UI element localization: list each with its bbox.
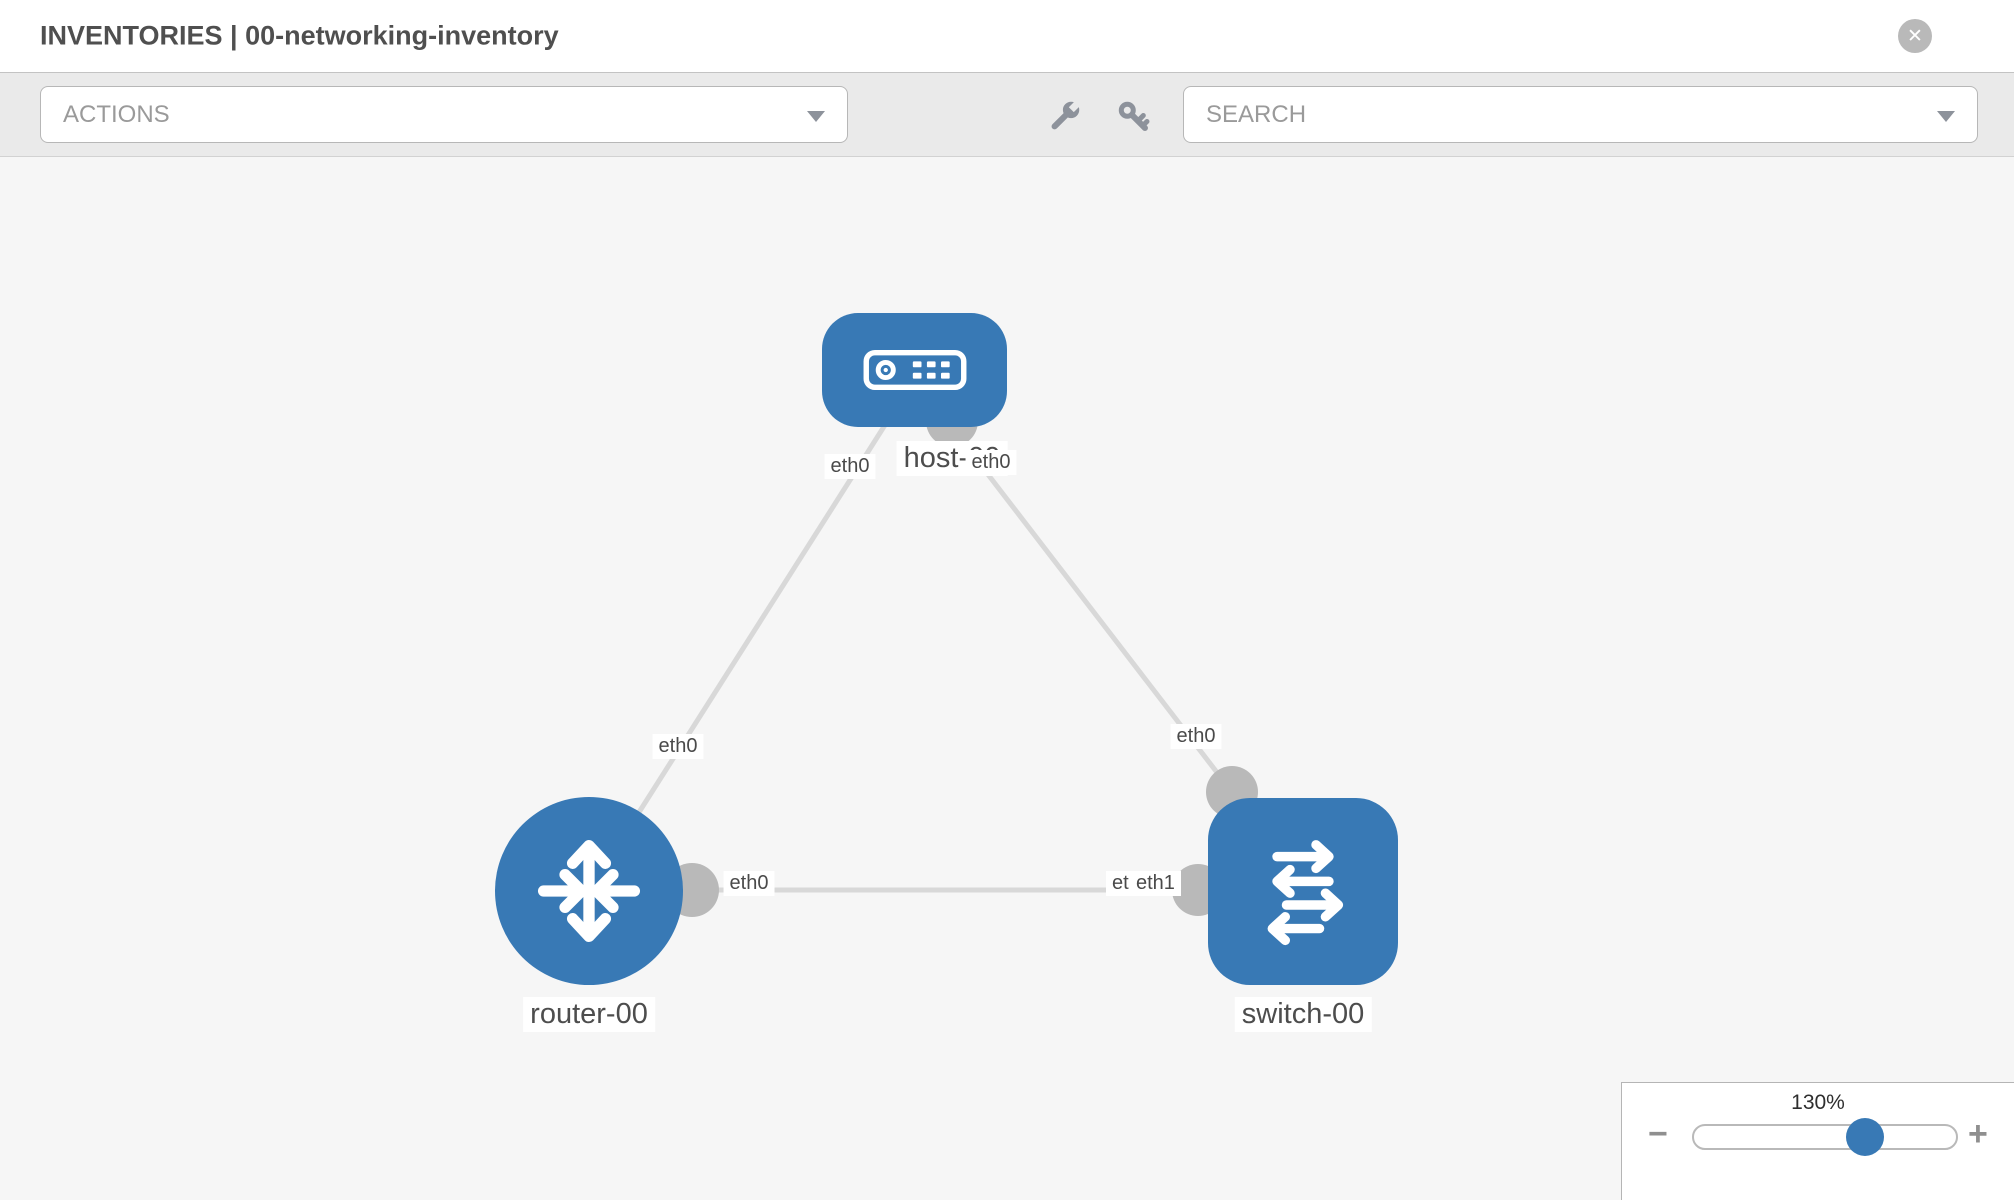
chevron-down-icon <box>807 111 825 122</box>
page-title: INVENTORIES | 00-networking-inventory <box>40 20 559 51</box>
node-label-switch: switch-00 <box>1234 997 1372 1032</box>
node-switch-00[interactable] <box>1208 798 1398 985</box>
router-icon <box>537 839 641 943</box>
key-icon[interactable] <box>1114 97 1154 137</box>
zoom-in-button[interactable]: + <box>1968 1115 1988 1153</box>
zoom-level-label: 130% <box>1791 1091 1845 1114</box>
iface-label-host-switch-switchside: eth0 <box>1170 724 1222 749</box>
chevron-down-icon <box>1937 111 1955 122</box>
toolbar: ACTIONS SEARCH <box>0 72 2014 157</box>
iface-label-router-switch-switchside: eth1 <box>1130 871 1181 896</box>
node-router-00[interactable] <box>495 797 683 985</box>
switch-icon <box>1267 839 1344 945</box>
zoom-slider-thumb[interactable] <box>1846 1118 1884 1156</box>
search-input[interactable]: SEARCH <box>1183 86 1978 143</box>
node-host-00[interactable] <box>822 313 1007 427</box>
close-button[interactable]: ✕ <box>1898 19 1932 53</box>
node-label-router: router-00 <box>523 997 655 1032</box>
zoom-panel: 130% − + <box>1621 1082 2014 1200</box>
zoom-slider-track[interactable] <box>1692 1118 1958 1156</box>
actions-dropdown[interactable]: ACTIONS <box>40 86 848 143</box>
actions-placeholder: ACTIONS <box>63 101 170 128</box>
iface-label-host-router-hostside: eth0 <box>824 454 876 479</box>
iface-label-host-router-routerside: eth0 <box>652 734 704 759</box>
wrench-icon[interactable] <box>1044 97 1084 137</box>
iface-label-router-switch-switchside-group: eth0 eth1 <box>1106 871 1216 901</box>
topology-links-layer <box>586 395 1258 917</box>
topology-canvas[interactable]: host-00 router-00 switch-00 eth0 eth0 et… <box>0 157 2014 1200</box>
header: INVENTORIES | 00-networking-inventory ✕ <box>0 0 2014 72</box>
iface-label-router-switch-routerside: eth0 <box>723 871 775 896</box>
close-icon: ✕ <box>1907 25 1923 47</box>
iface-label-host-switch-hostside: eth0 <box>965 450 1017 475</box>
zoom-slider-row: − + <box>1622 1115 2014 1175</box>
search-placeholder: SEARCH <box>1206 101 1307 128</box>
zoom-out-button[interactable]: − <box>1648 1115 1668 1153</box>
host-icon <box>863 349 966 391</box>
